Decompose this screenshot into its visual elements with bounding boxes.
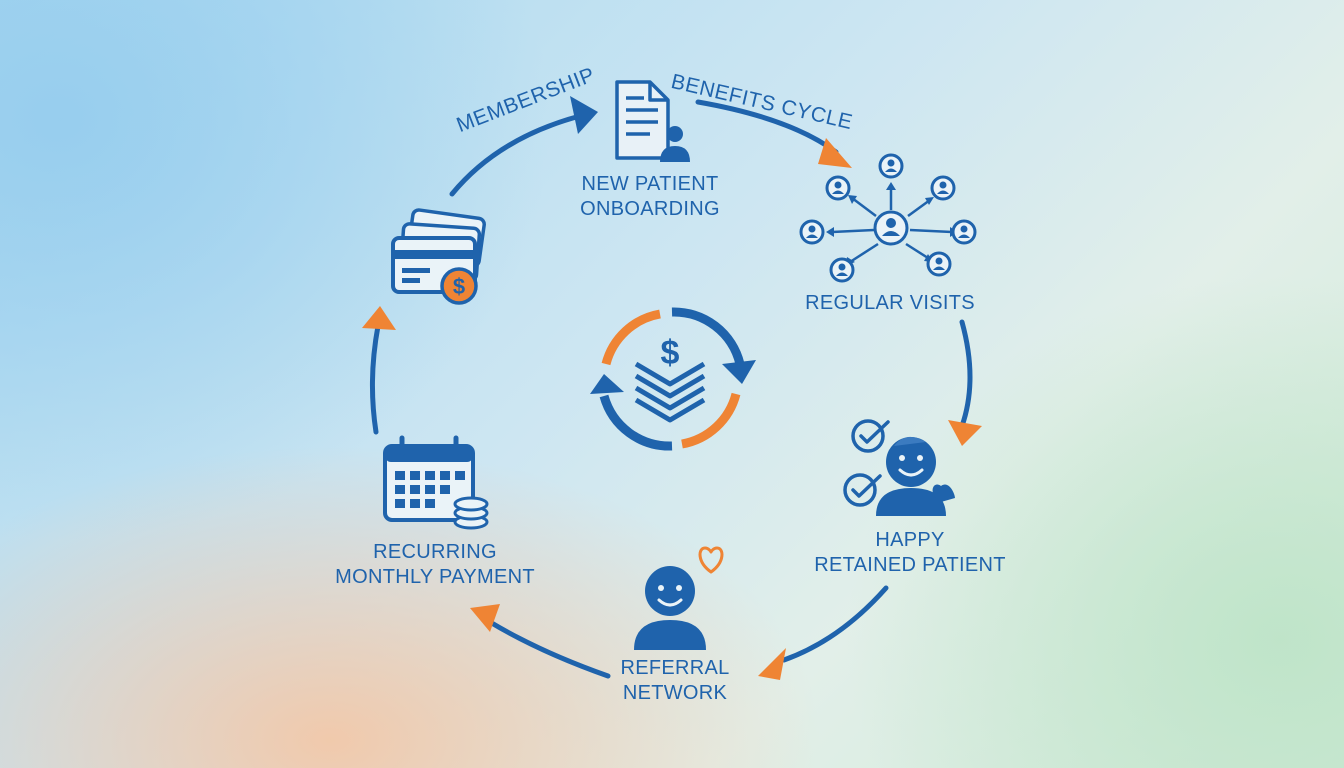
arrowhead-happy: [758, 648, 786, 680]
step-label-referral-network: REFERRAL NETWORK: [585, 656, 765, 706]
arrowhead-membership: [570, 96, 598, 134]
referral-person-icon: [634, 546, 724, 650]
arrowhead-referral: [470, 604, 500, 632]
step-label-happy-patient: HAPPY RETAINED PATIENT: [790, 528, 1030, 578]
arrowhead-benefits: [818, 138, 852, 168]
step-label-line: RETAINED PATIENT: [814, 554, 1006, 576]
arc-visits-to-happy: [959, 319, 973, 429]
recurring-revenue-icon: $: [590, 307, 756, 451]
step-label-line: ONBOARDING: [580, 198, 720, 220]
arc-referral-to-recurring: [487, 619, 611, 679]
calendar-coins-icon: [383, 435, 489, 530]
center-dollar-symbol: $: [661, 334, 680, 372]
arrowhead-recurring: [362, 306, 396, 330]
step-label-recurring-payment: RECURRING MONTHLY PAYMENT: [320, 540, 550, 590]
step-label-line: REGULAR VISITS: [805, 292, 975, 314]
step-label-onboarding: NEW PATIENT ONBOARDING: [560, 172, 740, 222]
happy-patient-icon: [843, 419, 955, 516]
arc-recurring-to-card: [369, 323, 381, 435]
step-label-line: REFERRAL: [620, 657, 730, 679]
card-dollar-symbol: $: [453, 274, 465, 299]
step-label-line: MONTHLY PAYMENT: [335, 566, 535, 588]
arrowhead-visits: [948, 420, 982, 446]
patient-network-icon: [799, 153, 977, 283]
arc-happy-to-referral: [781, 585, 889, 663]
arc-membership: [449, 113, 583, 197]
step-label-line: RECURRING: [373, 541, 497, 563]
step-label-line: NEW PATIENT: [581, 173, 719, 195]
step-label-line: NETWORK: [622, 682, 728, 704]
document-patient-icon: [615, 80, 690, 162]
credit-card-dollar-icon: $: [391, 208, 486, 305]
step-label-line: HAPPY: [875, 529, 945, 551]
step-label-regular-visits: REGULAR VISITS: [790, 291, 990, 316]
